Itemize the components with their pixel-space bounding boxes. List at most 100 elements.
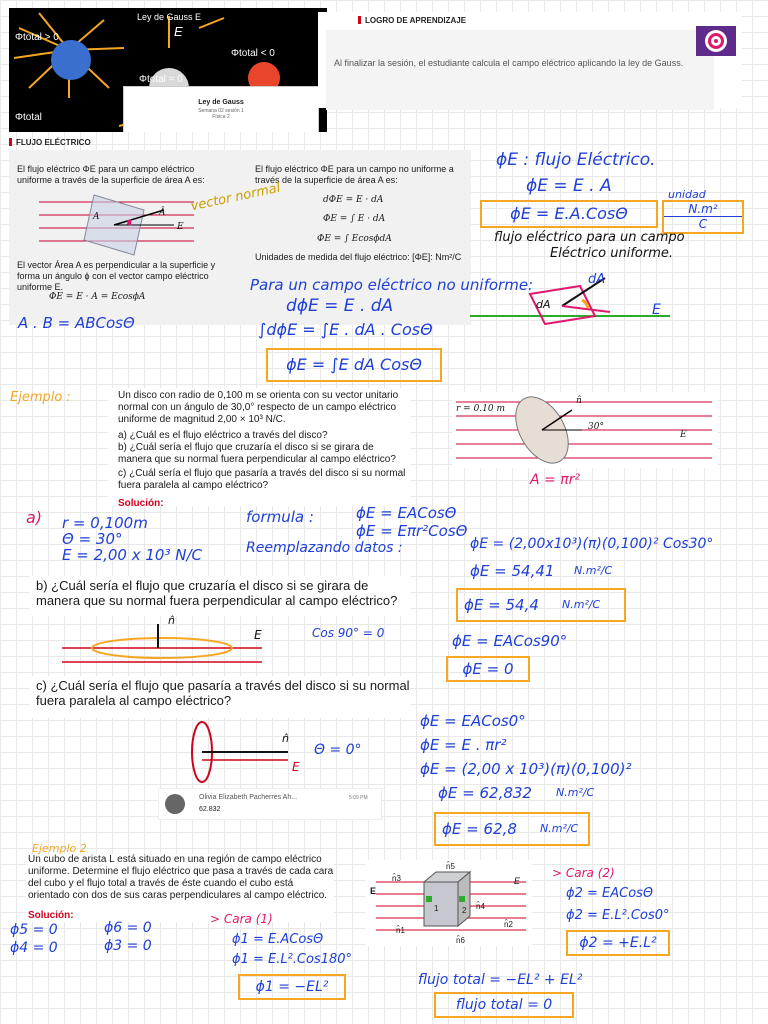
fig-A-label: A xyxy=(93,212,100,222)
sol-c-f4: ϕE = 62,832 xyxy=(438,784,532,802)
ex2-solucion: Solución: xyxy=(28,910,74,921)
cube-face1: 1 xyxy=(434,904,439,913)
chat-time: 5:09 PM xyxy=(349,795,368,801)
sol-a-box-value: ϕE = 54,4 xyxy=(464,596,539,614)
sol-c-box: ϕE = 62,8 N.m²/C xyxy=(434,812,590,846)
uniform-field-figure xyxy=(39,194,194,256)
card-sub1: Semana 02 sesión 1 xyxy=(198,108,244,114)
unit-box: N.m² C xyxy=(662,200,744,234)
sol-b-question-box: b) ¿Cuál sería el flujo que cruzaría el … xyxy=(30,576,410,616)
sol-c-box-value: ϕE = 62,8 xyxy=(442,820,517,838)
sol-c-f3: ϕE = (2,00 x 10³)(π)(0,100)² xyxy=(420,760,632,778)
learning-box: Al finalizar la sesión, el estudiante ca… xyxy=(326,30,714,110)
ex1-statement: Un disco con radio de 0,100 m se orienta… xyxy=(118,390,399,425)
sol-b-E: E xyxy=(254,628,262,642)
ex2-c1a: ϕ1 = E.ACosΘ xyxy=(232,932,324,947)
ex2-phi3: ϕ3 = 0 xyxy=(104,938,152,954)
sol-b-nhat: n̂ xyxy=(168,614,175,627)
cube-face2: 2 xyxy=(462,906,467,915)
sol-c-E: E xyxy=(292,760,300,774)
sol-a-box-unit: N.m²/C xyxy=(562,598,601,611)
cube-n3: n̂3 xyxy=(392,874,401,883)
cube-svg xyxy=(376,870,526,931)
ex2-c2b: ϕ2 = E.L².Cos0° xyxy=(566,908,670,923)
ex2-phi5: ϕ5 = 0 xyxy=(10,922,58,938)
phi-formula-box: ϕE = E.A.CosΘ xyxy=(480,200,658,228)
cube-n2: n̂2 xyxy=(504,920,513,929)
flux-col2-p1: El flujo eléctrico ΦE para un campo no u… xyxy=(255,164,454,185)
chat-text: 62.832 xyxy=(199,806,221,813)
cover-image: Ley de Gauss E Φtotal > 0 E Φtotal < 0 Φ… xyxy=(9,8,327,132)
card-title: Ley de Gauss xyxy=(198,99,244,106)
flux-col1-p2: El vector Área A es perpendicular a la s… xyxy=(17,260,216,292)
ex1-qb: b) ¿Cuál sería el flujo que cruzaría el … xyxy=(118,442,396,465)
dA-figure xyxy=(470,277,670,326)
sol-c-question-box: c) ¿Cuál sería el flujo que pasaría a tr… xyxy=(30,676,410,718)
unit-box-top: N.m² xyxy=(664,202,742,217)
learning-header: LOGRO DE APRENDIZAJE xyxy=(358,16,466,25)
learning-panel: LOGRO DE APRENDIZAJE Al finalizar la ses… xyxy=(318,12,742,110)
sol-a-reemplazando: Reemplazando datos : xyxy=(246,540,403,556)
sol-a-result: ϕE = 54,41 xyxy=(470,562,555,580)
flux-units: Unidades de medida del flujo eléctrico: … xyxy=(255,252,462,262)
ex2-c1b: ϕ1 = E.L².Cos180° xyxy=(232,952,353,967)
dA-label2: dA xyxy=(536,298,551,311)
ex2-c2a: ϕ2 = EACosΘ xyxy=(566,886,654,901)
sol-a-formula-label: formula : xyxy=(246,508,314,526)
sol-c-question: c) ¿Cuál sería el flujo que pasaría a tr… xyxy=(36,678,410,708)
phi-EA-note: ϕE = E . A xyxy=(526,176,612,196)
sol-c-theta: Θ = 0° xyxy=(314,742,362,758)
title-card: Ley de Gauss Semana 02 sesión 1 Física 2 xyxy=(123,86,319,132)
cube-n5: n̂5 xyxy=(446,862,455,871)
flux-col1-p1: El flujo eléctrico ΦE para un campo eléc… xyxy=(17,164,205,185)
sol-b-question: b) ¿Cuál sería el flujo que cruzaría el … xyxy=(36,578,398,608)
no-uniforme-note: Para un campo eléctrico no uniforme: xyxy=(250,276,534,294)
disk-b-figure xyxy=(62,624,262,663)
dot-product-note: A . B = ABCosΘ xyxy=(18,314,135,332)
sol-a-E: E = 2,00 x 10³ N/C xyxy=(62,546,203,564)
disk-c-figure xyxy=(191,721,288,783)
unidad-note: unidad xyxy=(668,188,706,201)
ex2-total-box: flujo total = 0 xyxy=(434,992,574,1018)
ex1-statement-box: Un disco con radio de 0,100 m se orienta… xyxy=(108,388,410,509)
chat-message[interactable]: Olivia Elizabeth Pacherres Ah... 5:09 PM… xyxy=(158,788,382,820)
sol-a-f2: ϕE = Eπr²CosΘ xyxy=(356,522,468,540)
flux-panel: El flujo eléctrico ΦE para un campo eléc… xyxy=(9,150,471,325)
fig-nhat-label: Â xyxy=(159,208,166,218)
ex2-phi4: ϕ4 = 0 xyxy=(10,940,58,956)
ex2-tag: Ejemplo 2 xyxy=(32,842,87,855)
sol-a-result-unit: N.m²/C xyxy=(574,564,613,577)
integral-note: ∫dϕE = ∫E . dA . CosΘ xyxy=(258,320,433,339)
cube-E2: E xyxy=(514,876,521,886)
sol-a-f1: ϕE = EACosΘ xyxy=(356,504,457,522)
cube-n6: n̂6 xyxy=(456,936,465,945)
cube-n4: n̂4 xyxy=(476,902,485,911)
phi-negative: Φtotal < 0 xyxy=(231,48,275,59)
sol-b-cos90: Cos 90° = 0 xyxy=(312,626,385,640)
ex2-statement: Un cubo de arista L está situado en una … xyxy=(28,854,334,901)
disk-svg xyxy=(456,396,712,464)
phi-def-note: ϕE : flujo Eléctrico. xyxy=(496,150,656,170)
disk-E-label: E xyxy=(680,430,687,440)
ex1-solucion: Solución: xyxy=(118,498,164,509)
disk-nhat-label: n̂ xyxy=(576,396,582,406)
phi-zero: Φtotal = 0 xyxy=(139,74,183,85)
sol-b-f: ϕE = EACos90° xyxy=(452,632,568,650)
area-formula: A = πr² xyxy=(530,472,581,488)
sol-c-nhat: n̂ xyxy=(282,732,289,745)
learning-text: Al finalizar la sesión, el estudiante ca… xyxy=(334,58,684,68)
disk-angle-label: 30° xyxy=(588,422,604,432)
flujo-uniforme-note2: Eléctrico uniforme. xyxy=(550,246,674,261)
fig-E-label: E xyxy=(177,222,184,232)
ex2-cara2: > Cara (2) xyxy=(552,866,615,880)
ex1-qa: a) ¿Cuál es el flujo eléctrico a través … xyxy=(118,430,328,441)
flux-col2-eq1: dΦE = E · dA xyxy=(323,195,384,205)
flux-col1-eq: ΦE = E · A = EcosϕA xyxy=(49,292,146,302)
flux-header: FLUJO ELÉCTRICO xyxy=(9,138,91,147)
cover-title: Ley de Gauss E xyxy=(137,12,202,22)
ex2-c1-box: ϕ1 = −EL² xyxy=(238,974,346,1000)
ex2-phi6: ϕ6 = 0 xyxy=(104,920,152,936)
sol-a-theta: Θ = 30° xyxy=(62,530,123,548)
disk-radius-label: r = 0.10 m xyxy=(456,404,505,414)
flux-col2-eq3: ΦE = ∫ EcosϕdA xyxy=(317,234,392,244)
